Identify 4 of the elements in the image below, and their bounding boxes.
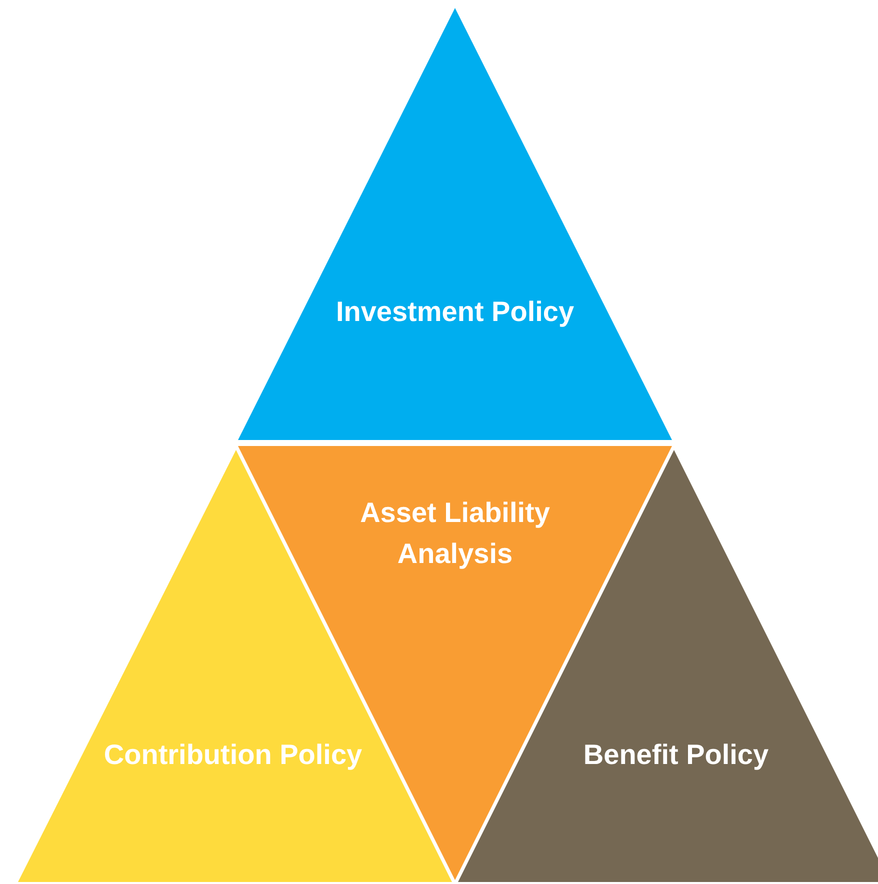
- triangle-label: Contribution Policy: [102, 738, 364, 772]
- triangle-label: Benefit Policy: [582, 738, 770, 772]
- triangle-label: Investment Policy: [334, 295, 576, 329]
- triangle-label: Asset Liability Analysis: [359, 496, 551, 571]
